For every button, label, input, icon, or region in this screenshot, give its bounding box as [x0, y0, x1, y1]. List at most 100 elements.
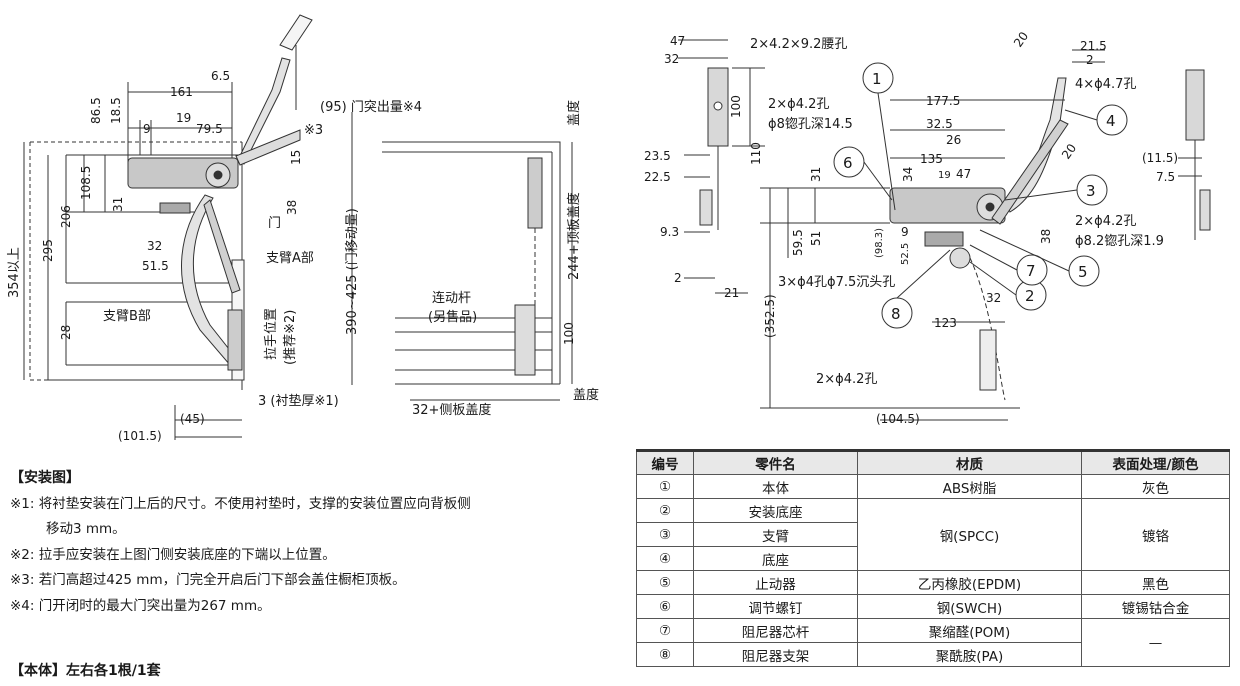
header-finish: 表面处理/颜色 [1081, 449, 1230, 475]
dim-101-5: (101.5) [118, 429, 162, 443]
cell-material: 钢(SWCH) [857, 594, 1082, 619]
dim-6-5: 6.5 [211, 69, 230, 83]
dim-100: 100 [562, 322, 576, 345]
header-material: 材质 [857, 449, 1082, 475]
callout-7: 7 [1026, 262, 1036, 280]
dim-9: 9 [901, 225, 909, 239]
note-3: ※3: 若门高超过425 mm，门完全开启后门下部会盖住橱柜顶板。 [10, 572, 406, 588]
label-door-travel: 390~425 (门移动量) [345, 208, 360, 335]
label-top-board: 244+顶板盖度 [566, 192, 582, 280]
cell-finish: — [1081, 618, 1230, 667]
cell-no: ⑦ [636, 618, 694, 643]
label-note3: ※3 [304, 123, 323, 138]
dim-86-5: 86.5 [89, 97, 103, 124]
dim-2: 2 [674, 271, 682, 285]
dim-123: 123 [934, 316, 957, 330]
dim-38: 38 [285, 200, 299, 215]
label-countersink-8-2: ϕ8.2锪孔深1.9 [1075, 233, 1164, 249]
table-row: ④ 底座 [636, 546, 1230, 571]
cell-material: ABS树脂 [857, 474, 1082, 499]
label-side-board: 32+侧板盖度 [412, 402, 491, 418]
label-arm-a: 支臂A部 [266, 251, 314, 266]
dim-177-5: 177.5 [926, 94, 960, 108]
dim-20-b: 20 [1059, 141, 1079, 162]
dim-22-5: 22.5 [644, 170, 671, 184]
callout-8: 8 [891, 305, 901, 323]
dim-19: 19 [938, 170, 951, 181]
cell-name: 安装底座 [693, 498, 858, 523]
cell-material: 钢(SPCC) [857, 498, 1082, 571]
callout-1: 1 [872, 70, 882, 88]
table-row: ⑦ 阻尼器芯杆 聚缩醛(POM) — [636, 618, 1230, 667]
cell-finish: 镀锡钴合金 [1081, 594, 1230, 619]
dim-9-3: 9.3 [660, 225, 679, 239]
cell-material: 聚酰胺(PA) [857, 642, 1082, 667]
dim-34: 34 [901, 167, 915, 182]
parts-table: 编号 零件名 材质 表面处理/颜色 ① 本体 ABS树脂 灰色 ② 安装底座 钢… [636, 449, 1230, 667]
cell-name: 调节螺钉 [693, 594, 858, 619]
callout-4: 4 [1106, 112, 1116, 130]
label-hole-4: 3×ϕ4孔ϕ7.5沉头孔 [778, 275, 895, 290]
label-arm-b: 支臂B部 [103, 309, 151, 324]
table-row: ② 安装底座 钢(SPCC) 镀铬 [636, 498, 1230, 571]
cell-finish: 黑色 [1081, 570, 1230, 595]
label-top-cover: 盖度 [566, 100, 582, 126]
cell-finish: 镀铬 [1081, 498, 1230, 571]
dim-7-5: 7.5 [1156, 170, 1175, 184]
callout-5: 5 [1078, 263, 1088, 281]
dim-52-5: 52.5 [900, 243, 911, 265]
dim-206: 206 [59, 205, 73, 228]
dim-98-3: (98.3) [874, 228, 885, 258]
table-row: ⑥ 调节螺钉 钢(SWCH) 镀锡钴合金 [636, 594, 1230, 619]
label-bottom-cover: 盖度 [573, 387, 599, 403]
label-spacer: 3 (衬垫厚※1) [258, 393, 339, 409]
note-4: ※4: 门开闭时的最大门突出量为267 mm。 [10, 597, 271, 614]
dim-9: 9 [143, 122, 151, 136]
dim-47: 47 [670, 34, 685, 48]
table-row: ⑧ 阻尼器支架 聚酰胺(PA) [636, 642, 1230, 667]
cell-name: 底座 [693, 546, 858, 571]
cell-name: 阻尼器支架 [693, 642, 858, 667]
dim-135: 135 [920, 152, 943, 166]
table-row: ③ 支臂 [636, 522, 1230, 547]
cell-name: 支臂 [693, 522, 858, 547]
table-row: ⑤ 止动器 乙丙橡胶(EPDM) 黑色 [636, 570, 1230, 595]
callout-2: 2 [1025, 287, 1035, 305]
label-recommend: (推荐※2) [283, 310, 298, 365]
dim-59-5: 59.5 [791, 229, 805, 256]
installation-drawing: 6.5 161 86.5 18.5 9 19 79.5 15 108.5 31 … [7, 14, 599, 443]
callout-6: 6 [843, 154, 853, 172]
dim-21-5: 21.5 [1080, 39, 1107, 53]
dim-2-b: 2 [1086, 53, 1094, 67]
note-1-cont: 移动3 mm。 [46, 521, 126, 537]
note-1: ※1: 将衬垫安装在门上后的尺寸。不使用衬垫时，支撑的安装位置应向背板侧 [10, 495, 471, 512]
label-sold-separately: (另售品) [428, 309, 477, 325]
dim-11-5: (11.5) [1142, 151, 1178, 165]
dim-26: 26 [946, 133, 961, 147]
dim-100: 100 [729, 95, 743, 118]
label-door: 门 [268, 216, 281, 231]
dim-45: (45) [180, 412, 205, 426]
dim-31: 31 [809, 167, 823, 182]
dim-295: 295 [41, 239, 55, 262]
dim-352-5: (352.5) [763, 294, 777, 338]
cell-no: ② [636, 498, 694, 523]
dim-20: 20 [1011, 29, 1031, 50]
dim-31: 31 [111, 197, 125, 212]
cell-material: 聚缩醛(POM) [857, 618, 1082, 643]
dim-38: 38 [1039, 229, 1053, 244]
table-row: ① 本体 ABS树脂 灰色 [636, 474, 1230, 499]
table-header-row: 编号 零件名 材质 表面处理/颜色 [636, 449, 1230, 475]
cell-material: 乙丙橡胶(EPDM) [857, 570, 1082, 595]
cell-no: ⑧ [636, 642, 694, 667]
label-link-rod: 连动杆 [432, 290, 471, 306]
cell-name: 本体 [693, 474, 858, 499]
dim-108-5: 108.5 [79, 166, 93, 200]
cell-no: ① [636, 474, 694, 499]
label-handle-pos: 拉手位置 [264, 308, 279, 360]
label-hole-4-2: 2×ϕ4.2孔 [768, 97, 829, 112]
dim-19: 19 [176, 111, 191, 125]
cell-no: ⑤ [636, 570, 694, 595]
label-hole-4-7: 4×ϕ4.7孔 [1075, 77, 1136, 92]
dim-32-b: 32 [986, 291, 1001, 305]
